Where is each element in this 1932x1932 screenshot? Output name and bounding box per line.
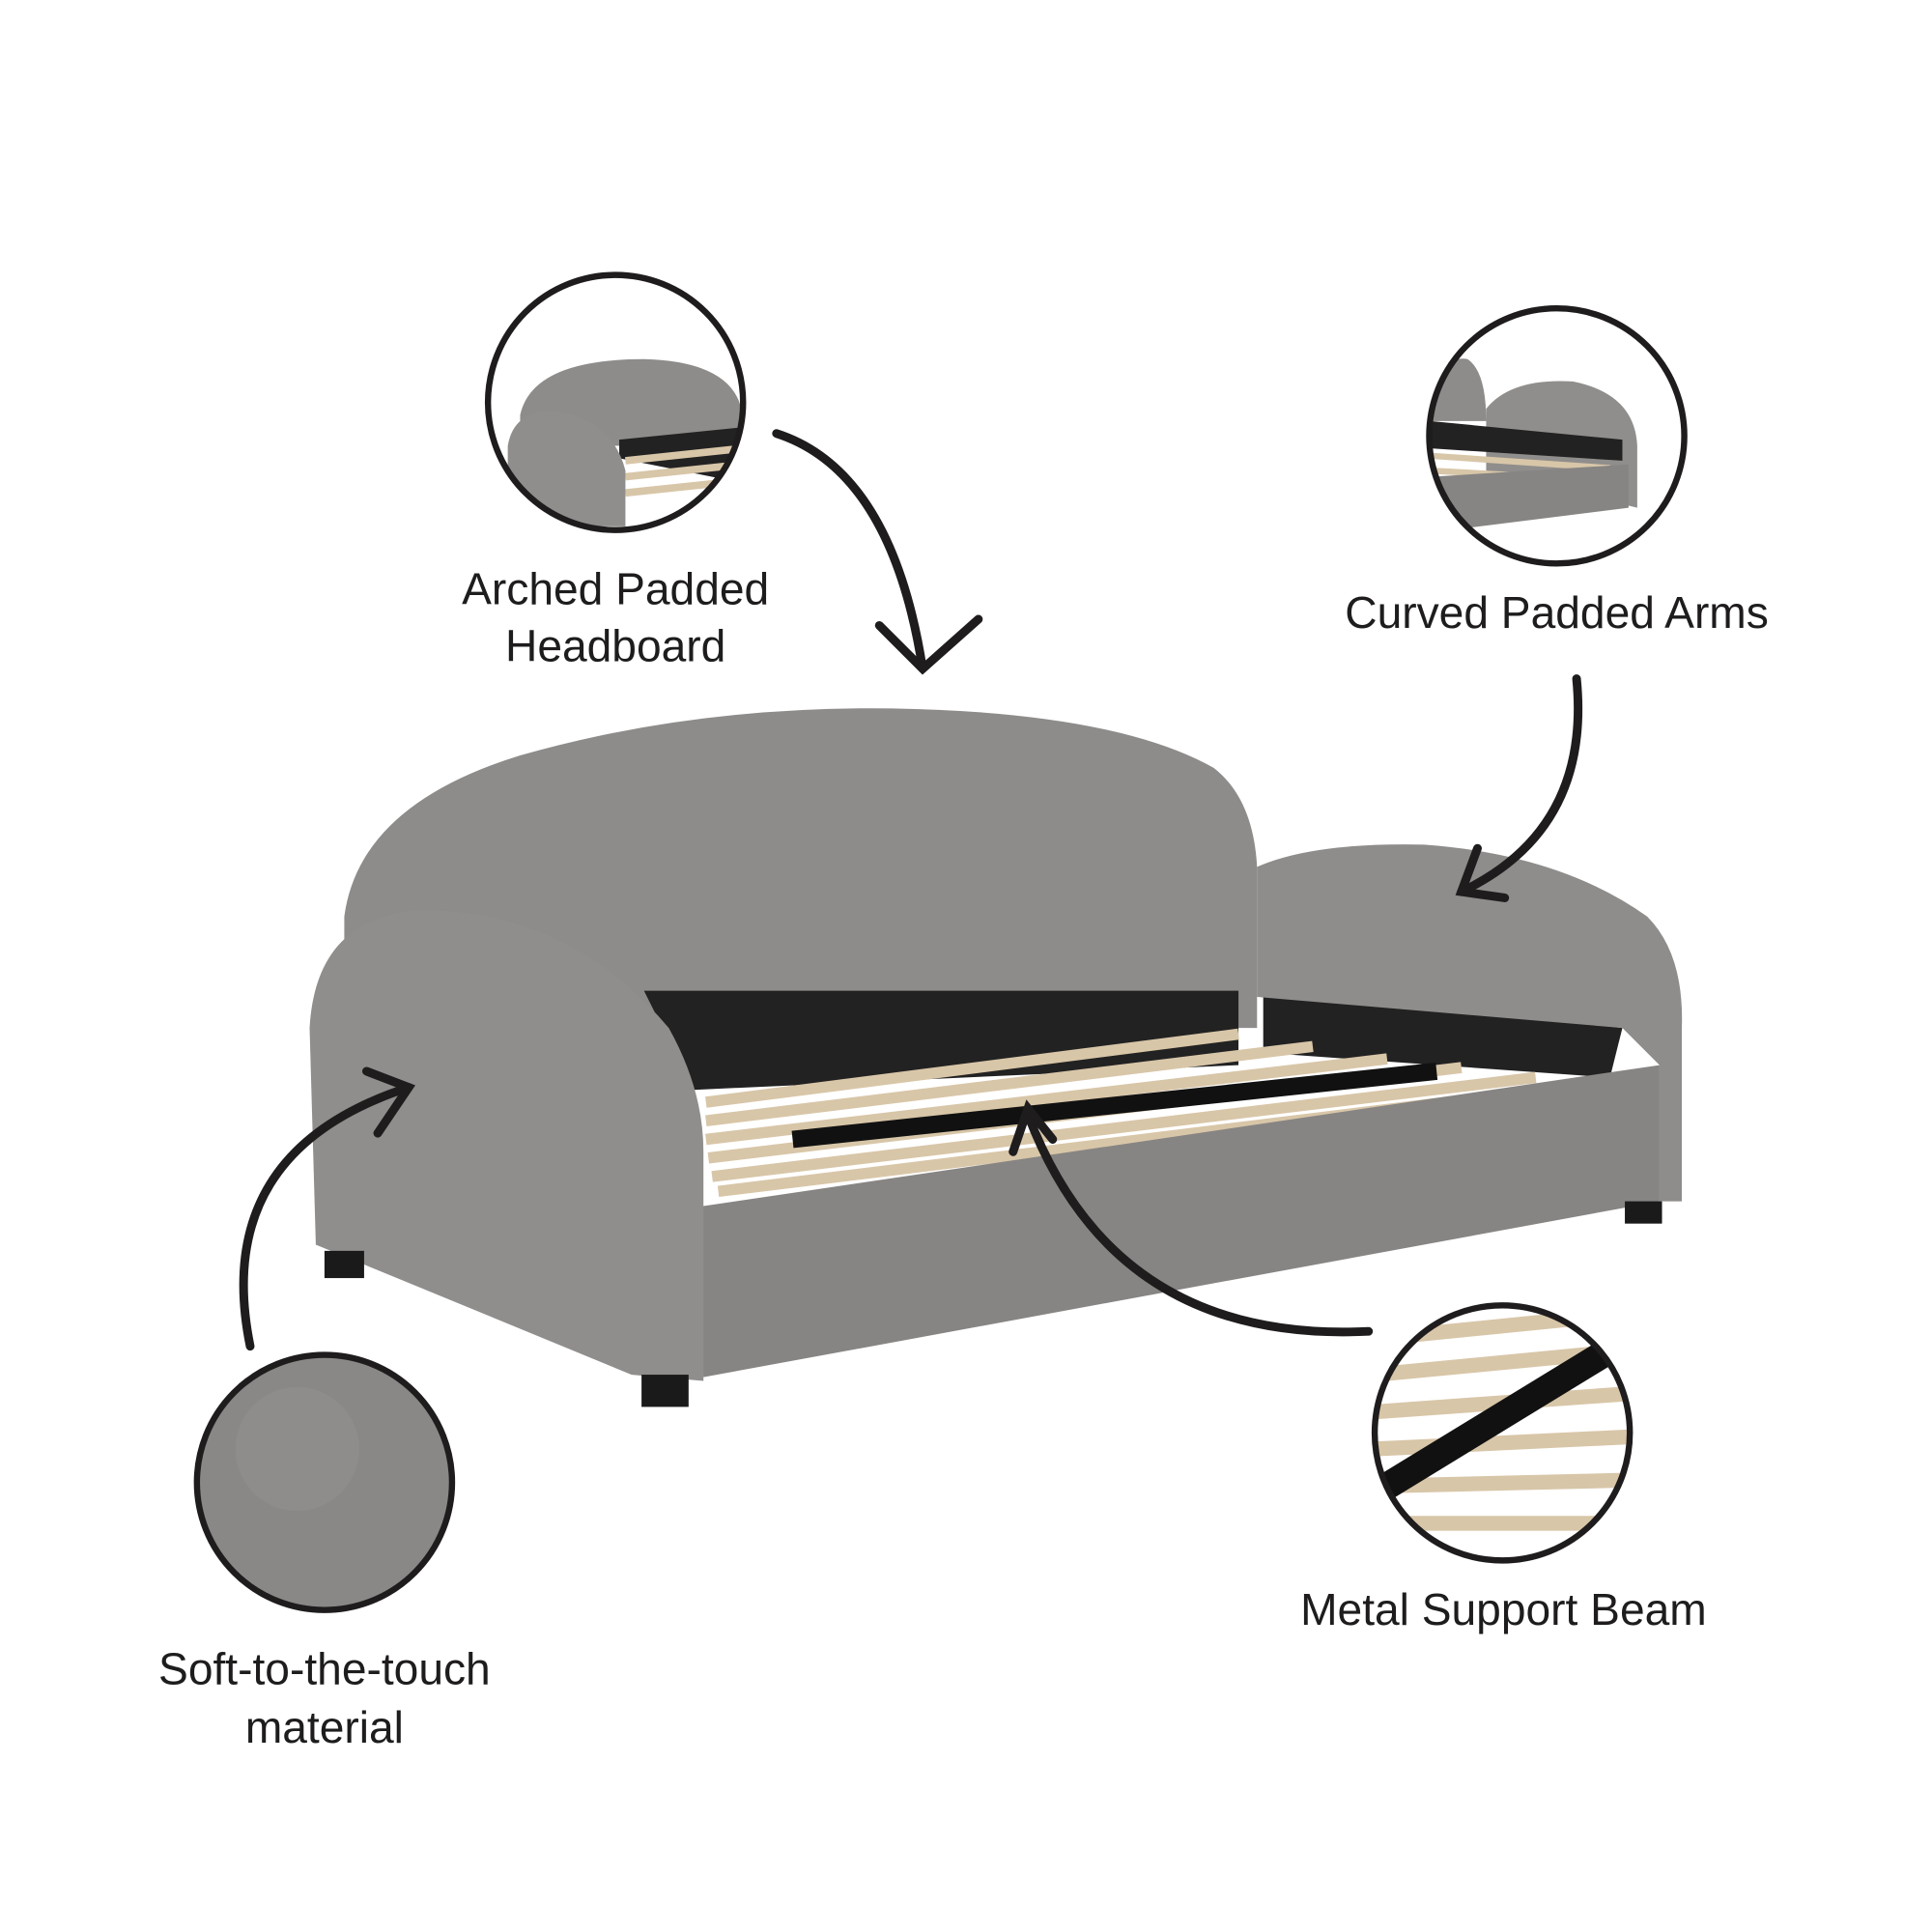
- inset-headboard: [484, 271, 747, 533]
- right-arm: [1257, 844, 1683, 1202]
- material-label-line2: material: [245, 1702, 404, 1752]
- headboard-label-line2: Headboard: [505, 621, 725, 671]
- leg: [641, 1375, 689, 1407]
- leg: [324, 1250, 364, 1279]
- inset-beam: [1371, 1302, 1634, 1564]
- material-label-line1: Soft-to-the-touch: [158, 1644, 491, 1694]
- leg: [1625, 1201, 1662, 1224]
- front-rail: [693, 1065, 1660, 1378]
- beam-label: Metal Support Beam: [1300, 1584, 1707, 1634]
- arrow-icon: [1009, 1099, 1374, 1337]
- daybed: [309, 708, 1683, 1407]
- arrow-icon: [239, 1066, 415, 1351]
- headboard-label-line1: Arched Padded: [462, 564, 769, 614]
- arms-label: Curved Padded Arms: [1345, 587, 1769, 638]
- inset-arms: [1426, 305, 1688, 567]
- arrow-icon: [772, 429, 983, 675]
- arrow-icon: [1455, 674, 1583, 902]
- inset-material: [193, 1351, 456, 1613]
- left-arm: [309, 910, 704, 1381]
